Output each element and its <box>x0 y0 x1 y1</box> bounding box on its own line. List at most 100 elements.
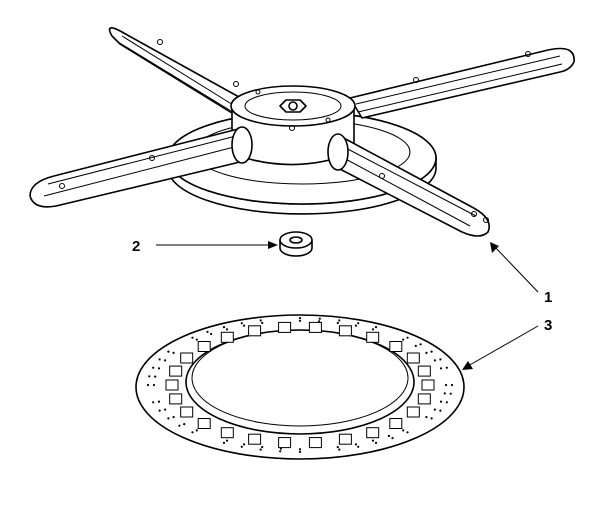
ring-perforation <box>354 324 357 327</box>
ring-perforation <box>259 319 262 322</box>
ring-perforation <box>402 429 405 432</box>
ring-perforation <box>318 317 321 320</box>
spray-arm-back-left <box>108 27 249 119</box>
ring-perforation <box>222 326 226 329</box>
spray-arm-assembly <box>29 27 575 237</box>
ring-perforation <box>167 417 170 420</box>
ring-slot <box>389 341 403 352</box>
ring-perforation <box>406 336 409 339</box>
ring-perforation <box>443 392 446 395</box>
ring-perforation <box>430 350 433 353</box>
ring-slot <box>308 321 322 333</box>
ring-perforation <box>298 317 302 320</box>
ring-perforation <box>357 322 360 325</box>
callout-part-2: 2 <box>132 238 140 255</box>
ring-perforation <box>178 424 181 427</box>
ring-slot <box>406 406 420 418</box>
ring-slot <box>338 433 352 445</box>
ring-slot <box>197 418 211 429</box>
ring-perforation <box>445 366 448 369</box>
ring-perforation <box>336 446 339 449</box>
ring-perforation <box>298 450 302 453</box>
ring-perforation <box>449 392 452 395</box>
ring-perforations <box>146 317 454 453</box>
ring-perforation <box>210 332 213 336</box>
ring-perforation <box>338 448 341 451</box>
ring-perforation <box>414 344 417 347</box>
ring-slot <box>338 325 352 337</box>
ring-perforation <box>152 401 155 404</box>
leader-part-2 <box>156 241 278 249</box>
ring-perforation <box>157 367 161 370</box>
ring-perforation <box>191 431 194 434</box>
ring-perforation <box>195 429 198 432</box>
ring-perforation <box>439 409 442 412</box>
spray-ring <box>135 314 465 460</box>
ring-perforation <box>439 367 443 370</box>
ring-perforation <box>154 375 157 378</box>
ring-perforation <box>425 416 428 419</box>
ring-slot <box>169 365 183 377</box>
ring-perforation <box>371 439 375 442</box>
ring-slot <box>169 393 183 405</box>
ring-perforation <box>261 446 264 449</box>
ring-perforation <box>298 319 302 322</box>
ring-perforation <box>148 375 151 378</box>
ring-slot <box>366 427 380 439</box>
ring-perforation <box>172 351 175 354</box>
ring-slot <box>417 393 431 405</box>
ring-perforation <box>338 319 341 322</box>
ring-perforation <box>318 320 321 323</box>
ring-perforation <box>419 343 422 346</box>
ring-perforation <box>371 328 375 331</box>
ring-slot <box>417 365 431 377</box>
ring-slot <box>180 352 194 364</box>
ring-perforation <box>444 383 448 387</box>
ring-slot <box>180 406 194 418</box>
ring-perforation <box>240 322 243 325</box>
ring-perforation <box>387 434 390 438</box>
ring-slot <box>406 352 420 364</box>
ring-perforation <box>336 321 339 324</box>
ring-slot <box>308 437 322 449</box>
ring-slot <box>220 331 234 343</box>
ring-perforation <box>191 336 194 339</box>
ring-perforation <box>183 423 186 426</box>
ring-perforation <box>225 439 229 442</box>
ring-slot <box>421 379 435 391</box>
ring-perforation <box>354 443 357 446</box>
ring-slot <box>278 437 292 449</box>
ring-perforation <box>195 338 198 341</box>
ring-perforation <box>279 450 282 453</box>
ring-perforation <box>430 417 433 420</box>
ring-perforation <box>425 351 428 354</box>
ring-perforation <box>374 326 378 329</box>
spray-arm-front-left <box>29 126 253 208</box>
ring-perforation <box>433 408 436 411</box>
ring-perforation <box>157 400 161 403</box>
ring-perforation <box>450 383 454 387</box>
ring-perforation <box>357 445 360 448</box>
spray-arm-front-right <box>327 133 490 237</box>
ring-perforation <box>445 401 448 404</box>
ring-perforation <box>439 358 442 361</box>
ring-slot <box>248 433 262 445</box>
ring-perforation <box>167 350 170 353</box>
ring-perforation <box>433 359 436 362</box>
ring-slot <box>220 427 234 439</box>
ring-perforation <box>240 445 243 448</box>
ring-perforation <box>402 338 405 341</box>
ring-perforation <box>243 324 246 327</box>
ring-perforation <box>439 400 443 403</box>
ring-slots <box>165 321 435 449</box>
spray-arm-back-right <box>349 47 575 119</box>
callout-part-3: 3 <box>544 317 552 334</box>
ring-perforation <box>279 447 282 450</box>
leader-part-1 <box>490 242 539 293</box>
ring-perforation <box>374 441 378 444</box>
ring-slot <box>248 325 262 337</box>
ring-perforation <box>172 416 175 419</box>
ring-slot <box>197 341 211 352</box>
ring-perforation <box>152 366 155 369</box>
